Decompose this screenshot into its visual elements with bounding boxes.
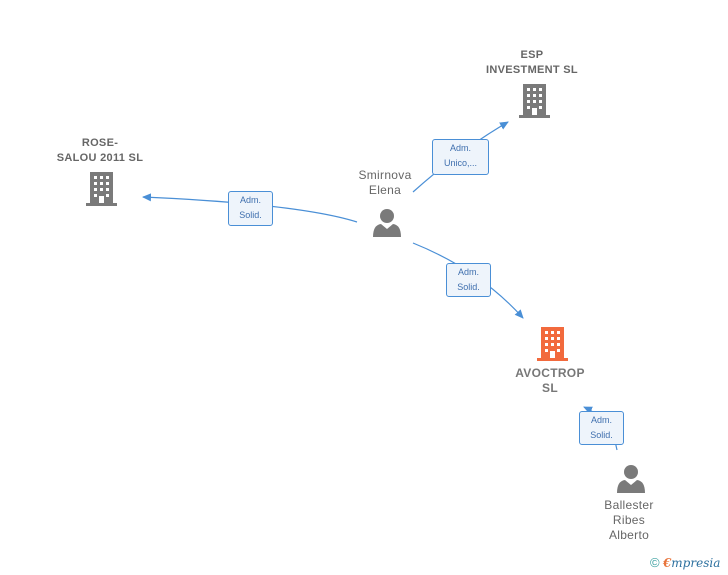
node-rose-salou[interactable]: ROSE- SALOU 2011 SL bbox=[40, 136, 160, 166]
node-ballester-ribes[interactable]: Ballester Ribes Alberto bbox=[589, 498, 669, 543]
edge-label-adm-solid-avoctrop[interactable]: Adm. Solid. bbox=[446, 263, 491, 297]
edge-label-line: Solid. bbox=[590, 430, 613, 440]
node-label-line: Smirnova bbox=[358, 168, 412, 182]
edge-label-line: Unico,... bbox=[443, 158, 477, 168]
node-avoctrop[interactable]: AVOCTROP SL bbox=[500, 366, 600, 396]
node-label-line: ESP bbox=[520, 49, 544, 61]
edge-label-line: Adm. bbox=[457, 267, 479, 277]
node-label-line: SL bbox=[542, 381, 558, 395]
edge-label-line: Adm. bbox=[239, 195, 261, 205]
edge-label-line: Adm. bbox=[449, 143, 471, 153]
building-icon[interactable] bbox=[519, 84, 550, 118]
person-icon[interactable] bbox=[617, 465, 645, 493]
person-icon[interactable] bbox=[373, 209, 401, 237]
edge-label-line: Solid. bbox=[239, 210, 262, 220]
node-label-line: ROSE- bbox=[81, 137, 119, 149]
node-label-line: Ribes bbox=[612, 513, 646, 527]
copyright-icon: © bbox=[650, 555, 660, 570]
edge-smirnova-rose bbox=[142, 193, 358, 223]
node-label-line: Alberto bbox=[608, 528, 650, 542]
node-label-line: Ballester bbox=[604, 498, 654, 512]
node-label-line: Elena bbox=[368, 183, 402, 197]
edge-label-adm-solid-rose[interactable]: Adm. Solid. bbox=[228, 191, 273, 226]
brand-logo: €mpresia bbox=[662, 556, 721, 570]
node-smirnova-elena[interactable]: Smirnova Elena bbox=[335, 168, 435, 198]
building-icon[interactable] bbox=[537, 327, 568, 361]
empresia-watermark: © €mpresia bbox=[650, 555, 720, 570]
building-icon[interactable] bbox=[86, 172, 117, 206]
node-esp-investment[interactable]: ESP INVESTMENT SL bbox=[472, 48, 592, 78]
node-label-line: SALOU 2011 SL bbox=[56, 152, 144, 164]
edge-label-line: Adm. bbox=[590, 415, 612, 425]
node-label-line: AVOCTROP bbox=[515, 366, 585, 380]
edge-label-adm-unico[interactable]: Adm. Unico,... bbox=[432, 139, 489, 175]
edge-label-line: Solid. bbox=[457, 282, 480, 292]
edge-label-adm-solid-ballester[interactable]: Adm. Solid. bbox=[579, 411, 624, 445]
node-label-line: INVESTMENT SL bbox=[486, 64, 578, 76]
